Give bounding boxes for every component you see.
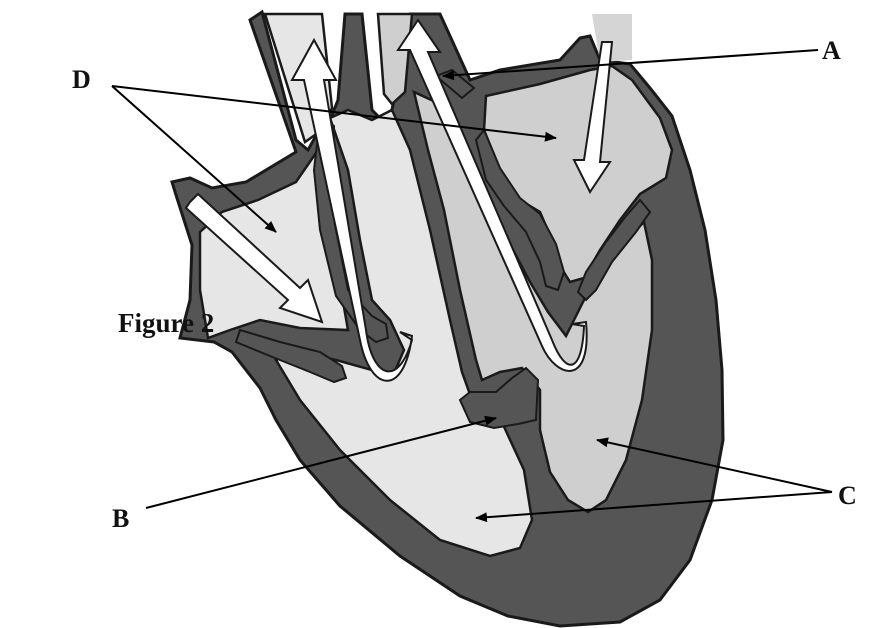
label-a: A [822,38,841,64]
label-c: C [838,483,857,509]
label-d: D [72,67,91,93]
figure-title: Figure 2 [118,310,214,337]
label-b: B [112,506,129,532]
